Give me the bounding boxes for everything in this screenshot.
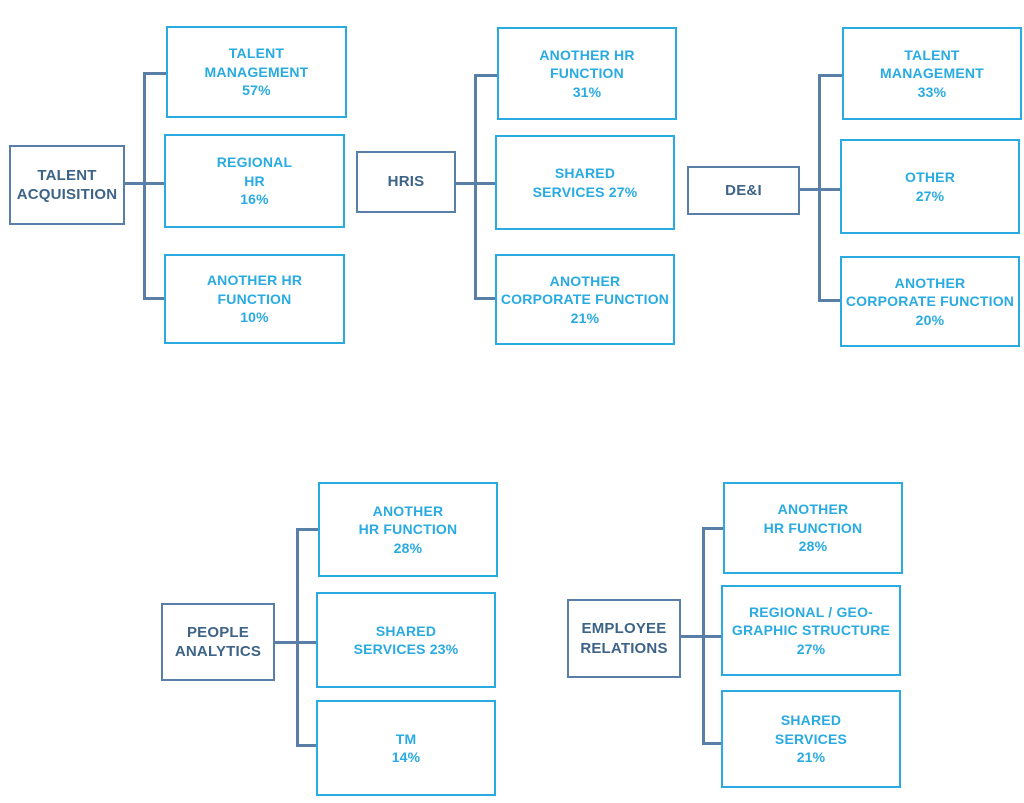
connector-spine-people-analytics (296, 528, 299, 747)
node-employee-relations-child-1[interactable]: ANOTHER HR FUNCTION 28% (723, 482, 903, 574)
node-label: OTHER 27% (905, 169, 955, 204)
connector-spine-talent-acquisition (143, 72, 146, 300)
node-label: TM 14% (391, 730, 421, 765)
node-label: TALENT MANAGEMENT 57% (204, 45, 309, 99)
connector-stub-child2-hris (474, 182, 500, 185)
node-people-analytics-child-3[interactable]: TM 14% (316, 700, 496, 796)
node-people-analytics[interactable]: PEOPLE ANALYTICS (161, 603, 275, 681)
connector-stub-child1-people-analytics (296, 528, 320, 531)
node-talent-acquisition-child-1[interactable]: TALENT MANAGEMENT 57% (166, 26, 347, 118)
connector-stub-child3-hris (474, 297, 500, 300)
connector-stub-child3-employee-relations (702, 742, 726, 745)
node-label: ANOTHER HR FUNCTION 10% (206, 272, 303, 326)
connector-stub-child3-people-analytics (296, 744, 320, 747)
connector-stub-child1-hris (474, 74, 500, 77)
node-talent-acquisition[interactable]: TALENT ACQUISITION (9, 145, 125, 225)
connector-stub-child1-talent-acquisition (143, 72, 168, 75)
node-label: REGIONAL / GEO- GRAPHIC STRUCTURE 27% (731, 603, 891, 657)
connector-spine-hris (474, 74, 477, 300)
node-label: REGIONAL HR 16% (216, 154, 293, 208)
node-label: PEOPLE ANALYTICS (174, 623, 262, 660)
node-talent-acquisition-child-2[interactable]: REGIONAL HR 16% (164, 134, 345, 228)
node-label: ANOTHER HR FUNCTION 28% (763, 501, 863, 555)
node-dei[interactable]: DE&I (687, 166, 800, 215)
node-label: TALENT ACQUISITION (16, 166, 118, 203)
node-people-analytics-child-1[interactable]: ANOTHER HR FUNCTION 28% (318, 482, 498, 577)
connector-stub-child2-dei (818, 188, 844, 191)
node-employee-relations-child-2[interactable]: REGIONAL / GEO- GRAPHIC STRUCTURE 27% (721, 585, 901, 676)
node-label: TALENT MANAGEMENT 33% (880, 46, 984, 100)
node-label: ANOTHER CORPORATE FUNCTION 20% (845, 274, 1015, 328)
node-label: EMPLOYEE RELATIONS (580, 620, 668, 657)
connector-stub-child1-dei (818, 74, 844, 77)
node-talent-acquisition-child-3[interactable]: ANOTHER HR FUNCTION 10% (164, 254, 345, 344)
node-hris-child-2[interactable]: SHARED SERVICES 27% (495, 135, 675, 230)
node-label: HRIS (387, 173, 425, 191)
node-label: ANOTHER HR FUNCTION 28% (358, 502, 458, 556)
node-people-analytics-child-2[interactable]: SHARED SERVICES 23% (316, 592, 496, 688)
node-label: DE&I (725, 181, 762, 199)
node-label: SHARED SERVICES 23% (353, 622, 459, 657)
connector-stub-child3-dei (818, 299, 844, 302)
connector-stub-child1-employee-relations (702, 527, 726, 530)
node-employee-relations-child-3[interactable]: SHARED SERVICES 21% (721, 690, 901, 788)
node-hris[interactable]: HRIS (356, 151, 456, 213)
node-employee-relations[interactable]: EMPLOYEE RELATIONS (567, 599, 681, 678)
connector-stub-child2-employee-relations (702, 635, 726, 638)
connector-stub-child2-people-analytics (296, 641, 320, 644)
node-label: SHARED SERVICES 27% (532, 165, 638, 200)
node-hris-child-1[interactable]: ANOTHER HR FUNCTION 31% (497, 27, 677, 120)
node-label: ANOTHER HR FUNCTION 31% (539, 46, 635, 100)
connector-stub-child2-talent-acquisition (143, 182, 168, 185)
node-dei-child-3[interactable]: ANOTHER CORPORATE FUNCTION 20% (840, 256, 1020, 347)
node-hris-child-3[interactable]: ANOTHER CORPORATE FUNCTION 21% (495, 254, 675, 345)
connector-stub-child3-talent-acquisition (143, 297, 168, 300)
node-label: SHARED SERVICES 21% (774, 712, 848, 766)
node-dei-child-2[interactable]: OTHER 27% (840, 139, 1020, 234)
node-dei-child-1[interactable]: TALENT MANAGEMENT 33% (842, 27, 1022, 120)
node-label: ANOTHER CORPORATE FUNCTION 21% (500, 272, 670, 326)
